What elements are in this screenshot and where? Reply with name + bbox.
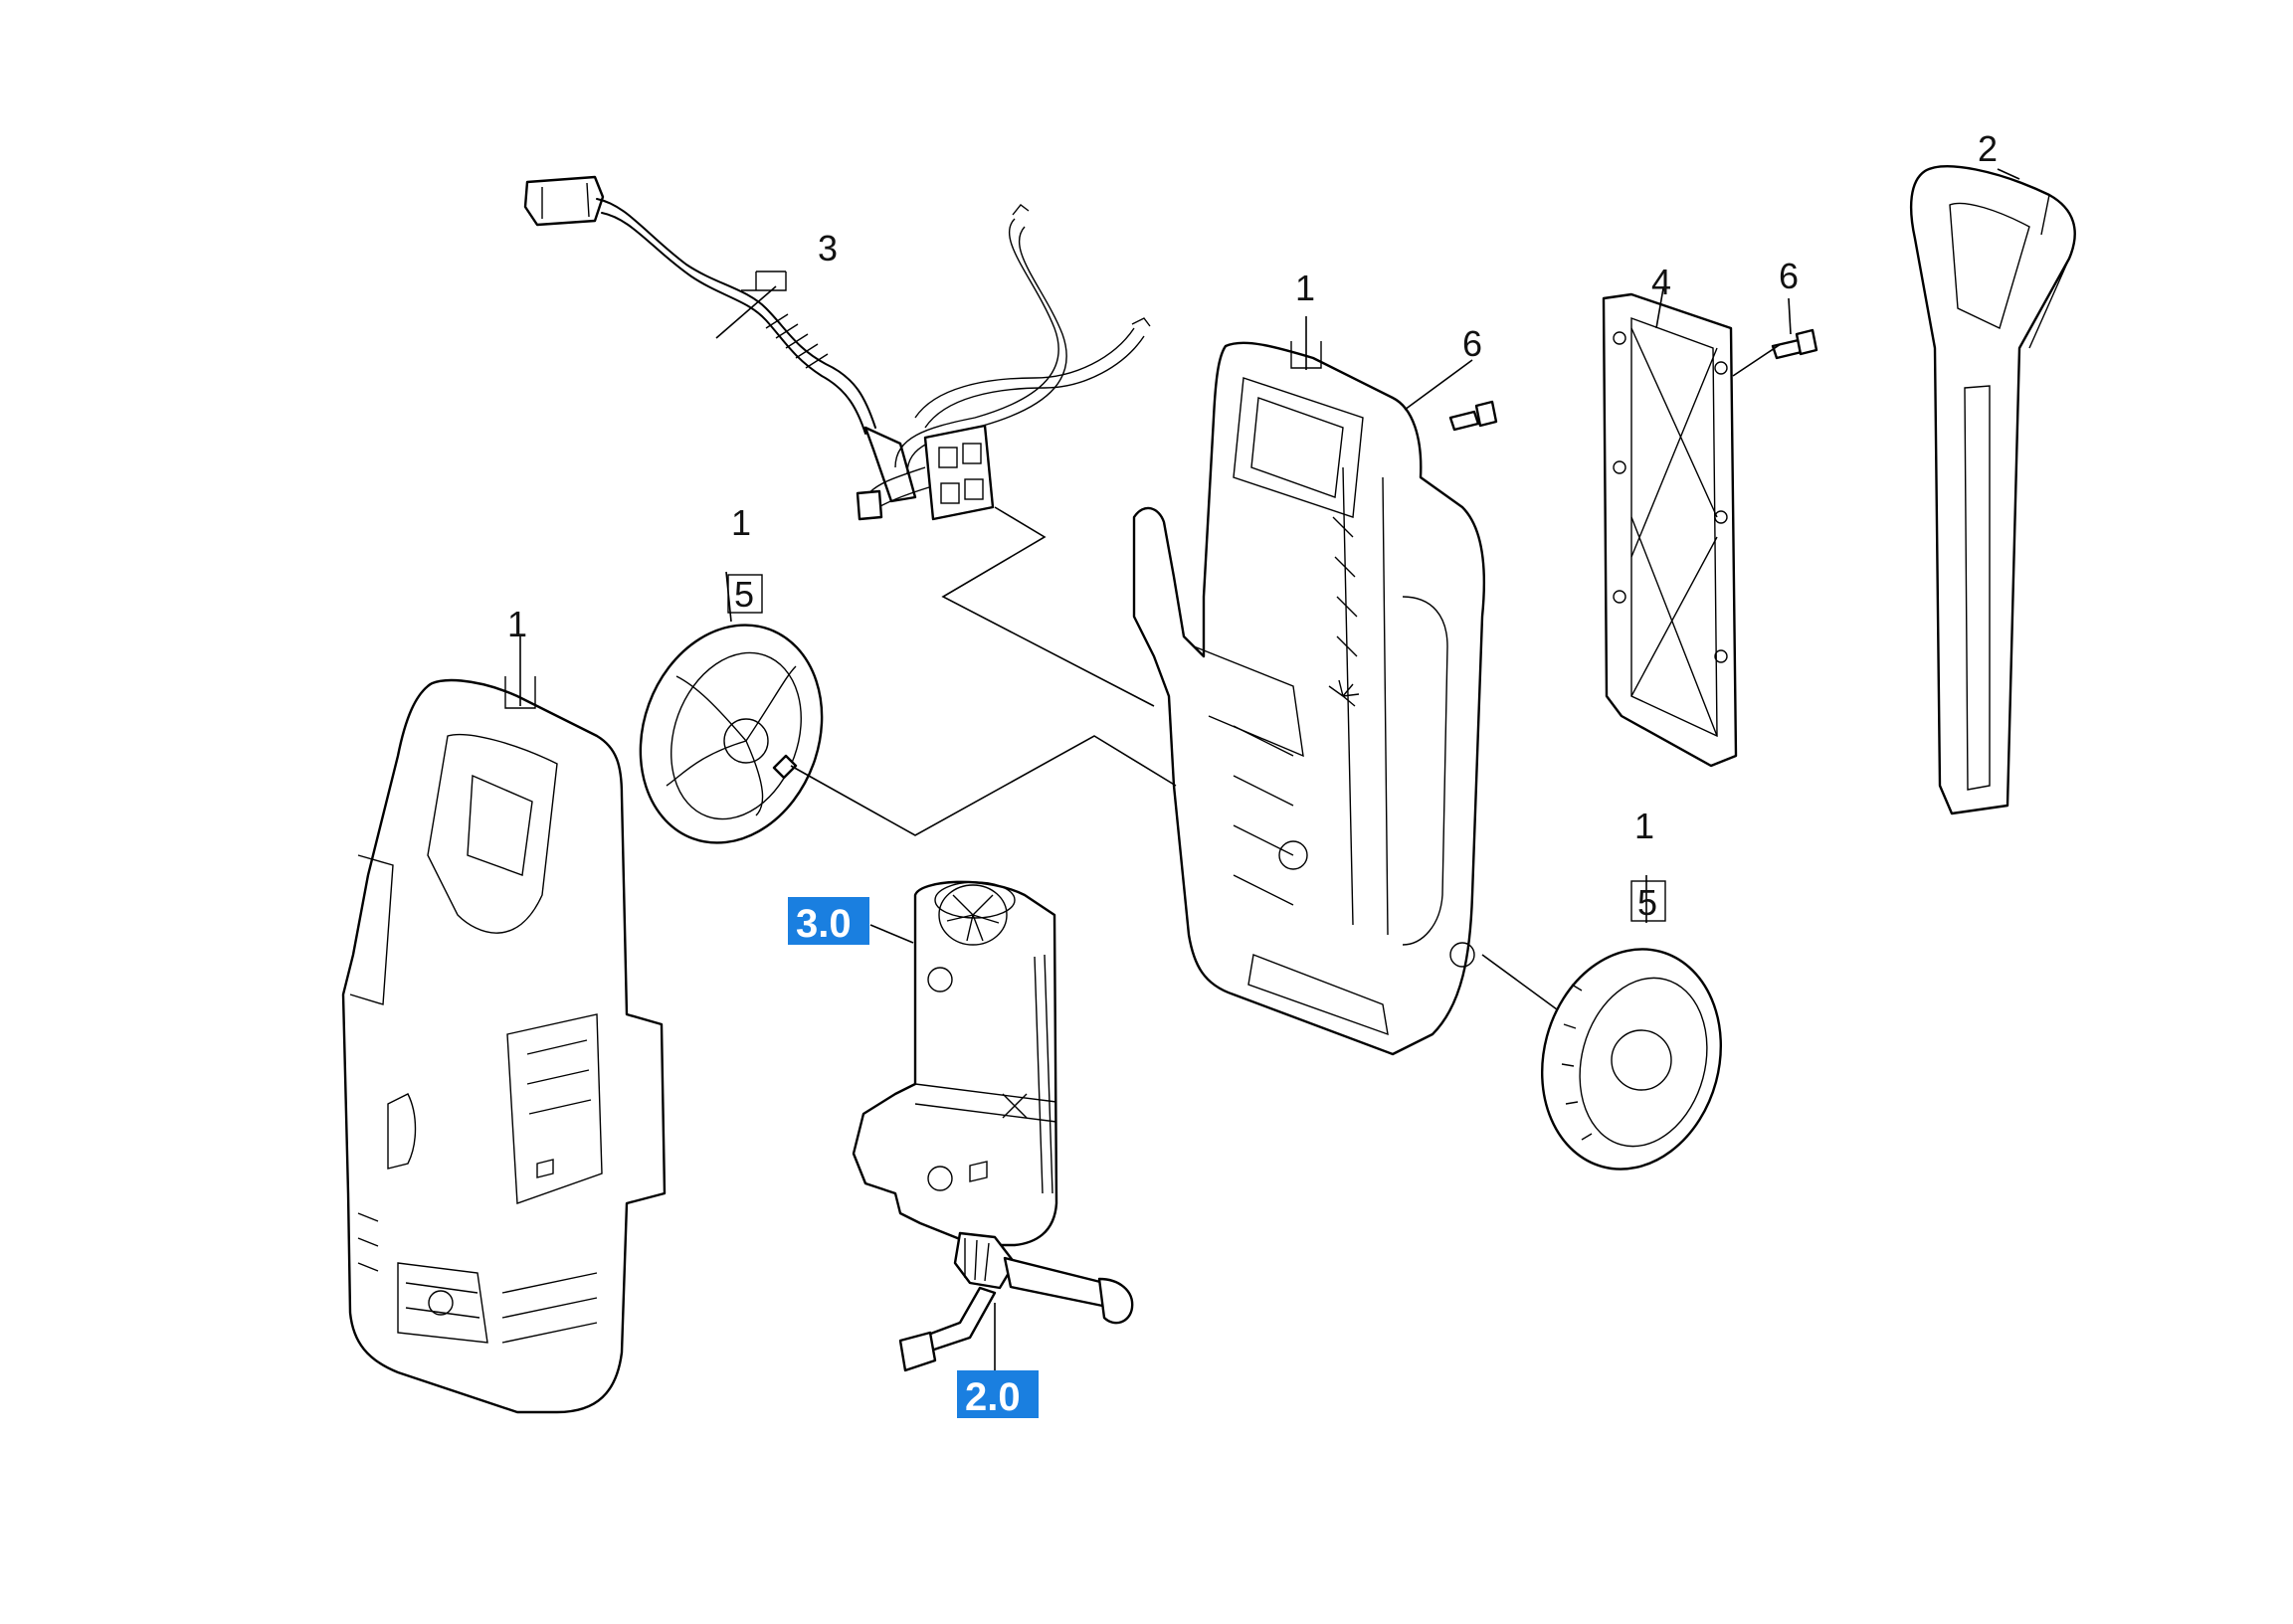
part-labels: 1 1 5 1 1 5 2 3 4 6 6 3.0 2.0 xyxy=(507,128,1998,1419)
front-housing-part[interactable] xyxy=(341,678,667,1414)
badge-motor-pump-text: 3.0 xyxy=(796,902,852,946)
label-box-wheel-left xyxy=(727,574,763,614)
motor-pump-assembly[interactable] xyxy=(852,880,1134,1372)
label-wheel-left[interactable]: 1 xyxy=(731,502,751,543)
screw-part-a[interactable] xyxy=(1448,400,1498,432)
label-handle[interactable]: 2 xyxy=(1978,128,1998,169)
label-cover[interactable]: 4 xyxy=(1651,262,1671,302)
badge-pump-head[interactable]: 2.0 xyxy=(957,1370,1039,1419)
wheel-right-part[interactable] xyxy=(1518,929,1745,1189)
badge-motor-pump[interactable]: 3.0 xyxy=(788,897,869,946)
label-screw-b[interactable]: 6 xyxy=(1779,256,1799,296)
connection-lines xyxy=(504,168,2020,1370)
label-wheel-right-box: 5 xyxy=(1637,882,1657,923)
label-wheel-right[interactable]: 1 xyxy=(1634,806,1654,846)
label-wheel-left-box: 5 xyxy=(734,574,754,615)
cover-plate-part[interactable] xyxy=(1602,292,1738,768)
rear-housing-part[interactable] xyxy=(1132,341,1485,1056)
label-rear-housing[interactable]: 1 xyxy=(1295,268,1315,308)
label-cable[interactable]: 3 xyxy=(818,228,838,269)
label-box-wheel-right xyxy=(1630,880,1666,922)
power-cable-part[interactable] xyxy=(523,175,1151,521)
label-screw-a[interactable]: 6 xyxy=(1462,323,1482,364)
handle-part[interactable] xyxy=(1909,165,2076,815)
label-front-housing[interactable]: 1 xyxy=(507,604,527,644)
badge-pump-head-text: 2.0 xyxy=(965,1375,1021,1419)
wheel-left-part[interactable] xyxy=(611,600,852,869)
